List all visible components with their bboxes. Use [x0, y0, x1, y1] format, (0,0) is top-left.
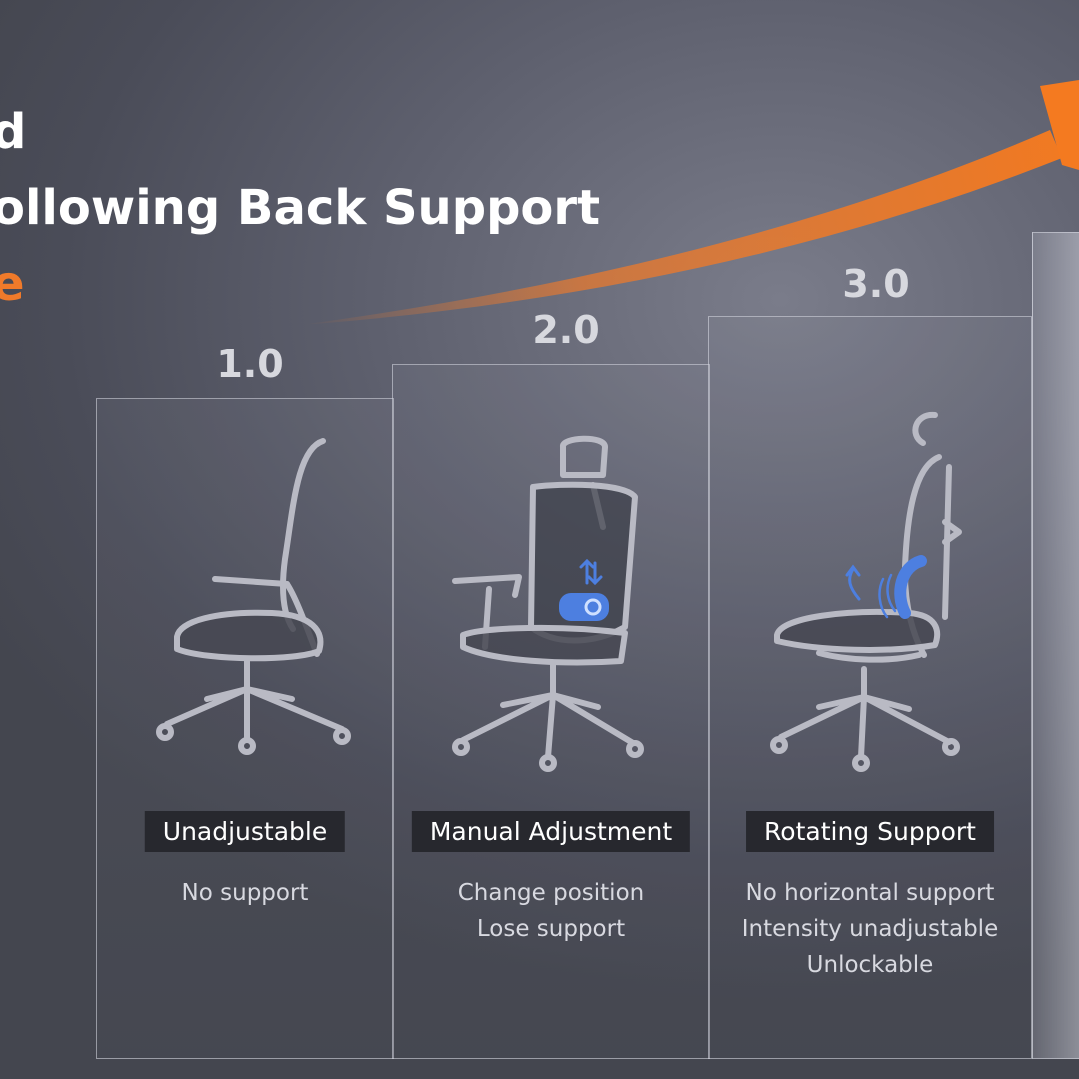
stage-description-3: No horizontal support Intensity unadjust…	[709, 875, 1031, 983]
stage-panel-2: Manual Adjustment Change position Lose s…	[392, 364, 710, 1059]
version-2: 2.0	[532, 308, 600, 352]
stage-label-1: Unadjustable	[144, 811, 346, 852]
description-line: Change position	[457, 880, 645, 906]
version-1: 1.0	[216, 342, 284, 386]
description-line: No support	[181, 880, 309, 906]
description-line: Unlockable	[806, 952, 934, 978]
stage-panel-3: Rotating Support No horizontal support I…	[708, 316, 1032, 1059]
description-line: Lose support	[476, 916, 626, 942]
adjustable-lumbar-chair-icon	[452, 435, 644, 772]
description-line: No horizontal support	[745, 880, 995, 906]
rotating-lumbar-chair-icon	[770, 411, 962, 772]
stage-panel-1: Unadjustable No support	[96, 398, 394, 1059]
basic-office-chair-icon	[156, 438, 351, 755]
stage-panel-4	[1032, 232, 1079, 1059]
stage-description-2: Change position Lose support	[393, 875, 709, 947]
headline-line-2: ollowing Back Support	[0, 180, 601, 236]
stage-label-3: Rotating Support	[746, 811, 994, 852]
headline-line-3: e	[0, 256, 25, 312]
stage-label-2: Manual Adjustment	[411, 811, 691, 852]
description-line: Intensity unadjustable	[741, 916, 999, 942]
headline-line-1: d	[0, 104, 27, 160]
version-3: 3.0	[842, 262, 910, 306]
stage-description-1: No support	[97, 875, 393, 911]
